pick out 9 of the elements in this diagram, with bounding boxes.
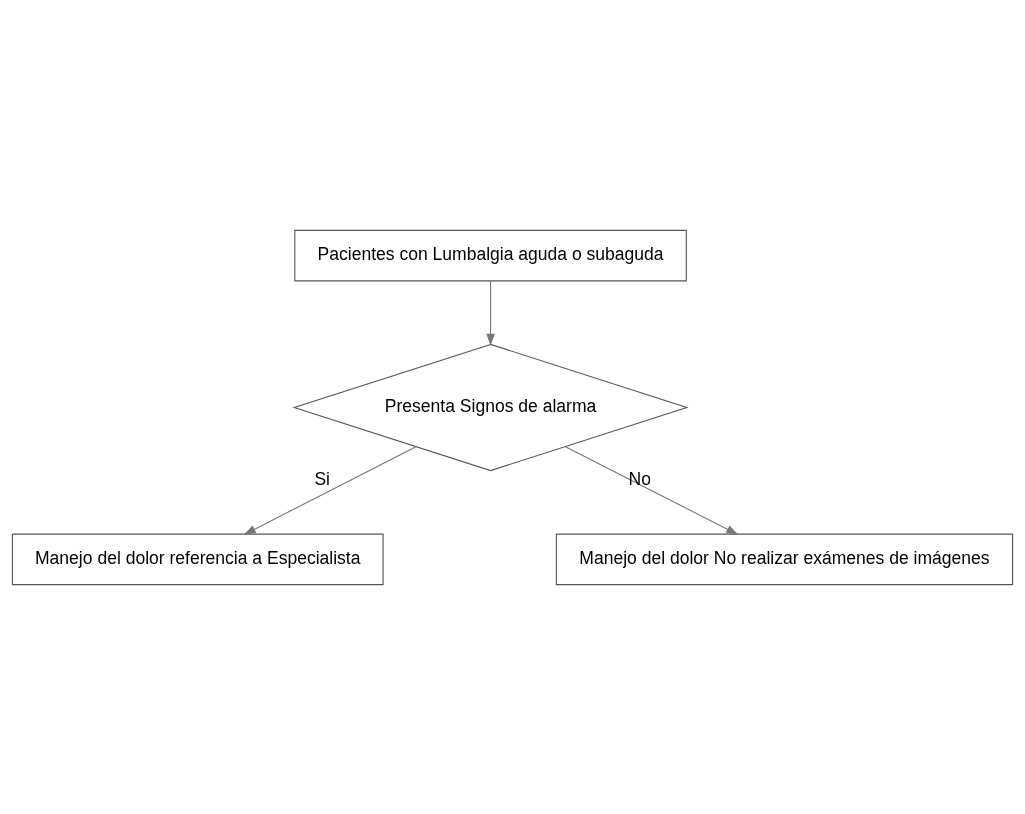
node-box: Manejo del dolor No realizar exámenes de imágenes xyxy=(555,533,1014,585)
edge-label: No xyxy=(628,468,652,489)
arrow xyxy=(243,445,417,535)
node-diamond: Presenta Signos de alarma xyxy=(292,343,689,471)
arrow xyxy=(486,280,495,346)
node-box: Pacientes con Lumbalgia aguda o subaguda xyxy=(294,229,687,281)
arrow xyxy=(564,445,739,535)
edge-label: Si xyxy=(314,468,330,489)
node-box: Manejo del dolor referencia a Especialista xyxy=(11,533,384,585)
